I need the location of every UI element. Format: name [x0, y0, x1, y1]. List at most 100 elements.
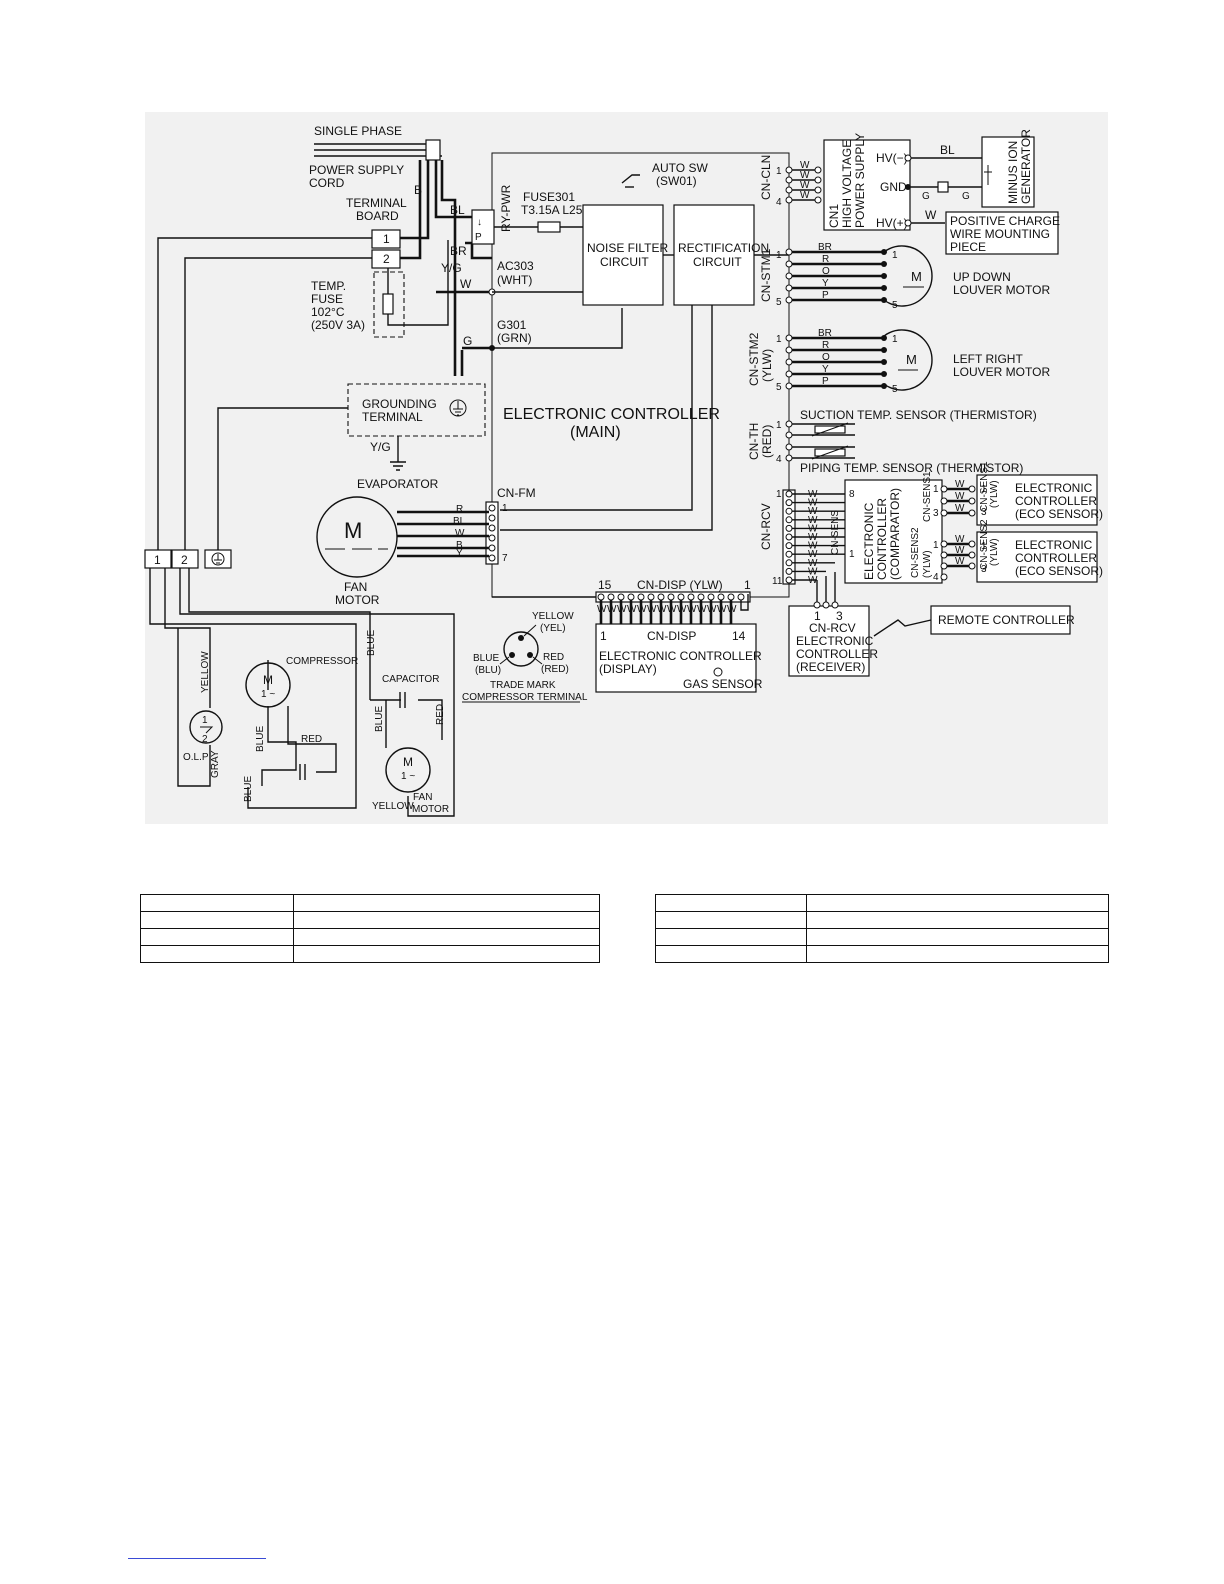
wire-labels-power: BL BR Y/G W G	[441, 203, 472, 348]
svg-text:CN-STM2: CN-STM2	[747, 332, 761, 386]
svg-text:3: 3	[836, 609, 843, 623]
svg-text:W: W	[800, 190, 810, 201]
svg-text:TRADE MARK: TRADE MARK	[490, 680, 556, 691]
svg-text:CN-SENS1: CN-SENS1	[979, 461, 990, 512]
svg-text:1: 1	[776, 334, 782, 345]
svg-text:W: W	[925, 208, 937, 222]
svg-text:W: W	[808, 566, 818, 577]
svg-text:G: G	[922, 191, 930, 202]
svg-text:BL: BL	[940, 143, 955, 157]
svg-text:ELECTRONIC CONTROLLER: ELECTRONIC CONTROLLER	[503, 406, 720, 423]
svg-text:CN-CLN: CN-CLN	[759, 155, 773, 200]
svg-text:Y/G: Y/G	[441, 261, 462, 275]
svg-text:RY-PWR: RY-PWR	[499, 184, 513, 232]
svg-text:W: W	[687, 604, 697, 615]
svg-text:YELLOW: YELLOW	[532, 611, 574, 622]
svg-text:1: 1	[933, 540, 939, 551]
svg-text:(YLW): (YLW)	[922, 550, 933, 578]
svg-text:Y: Y	[456, 548, 463, 559]
cn-th-connector: CN-TH (RED) 1 4 SUCTION TEMP. SENSOR (TH…	[747, 408, 1037, 475]
svg-text:1: 1	[981, 541, 987, 552]
svg-text:(RECEIVER): (RECEIVER)	[796, 660, 865, 674]
outdoor-fan-motor: M 1 ~ FAN MOTOR	[385, 747, 449, 815]
grounding-terminal: GROUNDING TERMINAL Y/G EVAPORATOR	[217, 383, 486, 550]
svg-text:Y/G: Y/G	[370, 440, 391, 454]
svg-text:PIPING TEMP. SENSOR (THERMISTO: PIPING TEMP. SENSOR (THERMISTOR)	[800, 461, 1023, 475]
svg-text:2: 2	[383, 252, 390, 266]
rectification-circuit: RECTIFICATION CIRCUIT	[673, 204, 769, 306]
svg-text:BLUE: BLUE	[366, 630, 377, 656]
svg-text:W: W	[808, 523, 818, 534]
svg-text:SUCTION TEMP. SENSOR (THERMIST: SUCTION TEMP. SENSOR (THERMISTOR)	[800, 408, 1037, 422]
temp-fuse: TEMP. FUSE 102°C (250V 3A)	[311, 240, 449, 338]
svg-text:ELECTRONIC CONTROLLER: ELECTRONIC CONTROLLER	[599, 649, 762, 663]
svg-text:PIECE: PIECE	[950, 240, 986, 254]
svg-text:1: 1	[776, 250, 782, 261]
svg-text:4: 4	[933, 572, 939, 583]
svg-text:(YLW): (YLW)	[989, 480, 1000, 508]
svg-text:(WHT): (WHT)	[497, 273, 532, 287]
svg-text:CN-RCV: CN-RCV	[759, 503, 773, 550]
svg-text:LEFT RIGHT: LEFT RIGHT	[953, 352, 1023, 366]
svg-text:(RED): (RED)	[541, 664, 569, 675]
svg-text:BLUE: BLUE	[255, 726, 266, 752]
svg-text:4: 4	[776, 197, 782, 208]
svg-text:W: W	[460, 277, 472, 291]
svg-text:W: W	[697, 604, 707, 615]
svg-text:W: W	[607, 604, 617, 615]
svg-text:(RED): (RED)	[760, 425, 774, 458]
ac303-connector: AC303 (WHT)	[488, 259, 583, 296]
noise-filter-circuit: NOISE FILTER CIRCUIT	[582, 204, 668, 306]
svg-text:W: W	[800, 170, 810, 181]
svg-text:COMPRESSOR: COMPRESSOR	[286, 656, 358, 667]
svg-text:W: W	[955, 545, 965, 556]
svg-text:O: O	[822, 266, 830, 277]
svg-text:2: 2	[202, 734, 208, 745]
svg-text:11: 11	[772, 576, 783, 587]
svg-text:W: W	[808, 541, 818, 552]
svg-text:1: 1	[981, 484, 987, 495]
svg-text:1: 1	[202, 715, 208, 726]
svg-text:W: W	[455, 528, 465, 539]
svg-text:W: W	[808, 532, 818, 543]
svg-text:7: 7	[502, 553, 508, 564]
svg-text:BOARD: BOARD	[356, 209, 399, 223]
svg-text:(YLW): (YLW)	[989, 538, 1000, 566]
overload-protector: 1 2 O.L.P	[183, 710, 223, 763]
blank-table-right	[655, 894, 1109, 963]
svg-text:(250V 3A): (250V 3A)	[311, 318, 365, 332]
svg-text:(MAIN): (MAIN)	[570, 424, 621, 441]
svg-text:(SW01): (SW01)	[656, 174, 697, 188]
svg-text:M: M	[911, 269, 922, 284]
svg-text:POSITIVE CHARGE: POSITIVE CHARGE	[950, 214, 1060, 228]
outdoor-terminal-block: 1 2	[144, 549, 232, 569]
svg-text:(BLU): (BLU)	[475, 665, 501, 676]
svg-text:CONTROLLER: CONTROLLER	[1015, 494, 1097, 508]
svg-text:W: W	[955, 503, 965, 514]
svg-text:CAPACITOR: CAPACITOR	[382, 674, 439, 685]
svg-text:NOISE FILTER: NOISE FILTER	[587, 241, 668, 255]
svg-text:ELECTRONIC: ELECTRONIC	[796, 634, 874, 648]
eco-sensor-controller-2: CN-SENS2 (YLW) 1 3 ELECTRONIC CONTROLLER…	[976, 519, 1103, 583]
g301-connector: G301 (GRN)	[489, 308, 623, 351]
svg-text:1: 1	[776, 166, 782, 177]
svg-text:EVAPORATOR: EVAPORATOR	[357, 477, 439, 491]
svg-text:W: W	[955, 491, 965, 502]
blank-table-left	[140, 894, 600, 963]
power-supply-cord: SINGLE PHASE POWER SUPPLY CORD B	[309, 124, 472, 376]
relay-ry-pwr: ↓ P RY-PWR	[471, 184, 540, 245]
svg-text:W: W	[800, 160, 810, 171]
svg-text:GROUNDING: GROUNDING	[362, 397, 437, 411]
svg-text:15: 15	[598, 578, 612, 592]
svg-text:1: 1	[383, 232, 390, 246]
svg-text:1 ~: 1 ~	[261, 689, 275, 700]
svg-text:MOTOR: MOTOR	[335, 593, 380, 607]
svg-text:1: 1	[744, 578, 751, 592]
svg-text:CN-SENS1: CN-SENS1	[922, 471, 933, 522]
svg-text:CN-STM1: CN-STM1	[759, 248, 773, 302]
svg-text:102°C: 102°C	[311, 305, 345, 319]
svg-text:P: P	[822, 290, 829, 301]
svg-text:M: M	[344, 518, 362, 543]
footer-link-underline	[128, 1558, 266, 1559]
